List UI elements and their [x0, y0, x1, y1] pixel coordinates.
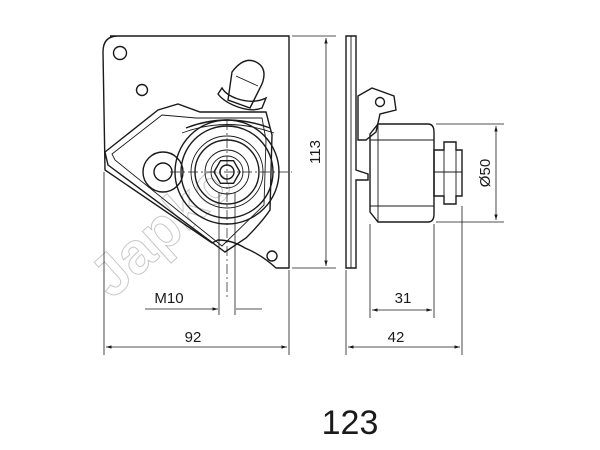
plate-hole-small: [135, 83, 149, 97]
dim-overall-depth: 42: [388, 329, 405, 346]
adjuster-plunger: [217, 59, 268, 111]
front-view: [102, 35, 292, 300]
side-lever: [357, 87, 397, 141]
tensioner-arm: [104, 103, 273, 253]
part-number: 123: [322, 404, 379, 442]
side-hub-bolt: [433, 141, 463, 205]
plate-hole-top: [112, 45, 128, 61]
dim-thread: M10: [154, 290, 183, 307]
arm-pivot-hole: [153, 162, 173, 182]
side-pulley: [369, 123, 435, 223]
side-view: [345, 35, 463, 269]
mounting-plate: [102, 35, 290, 269]
arm-recess: [111, 114, 267, 247]
dim-plate-height: 113: [307, 140, 324, 164]
side-plate: [345, 35, 369, 269]
dim-pulley-diameter: Ø50: [477, 159, 494, 187]
plate-hole-bottom: [266, 250, 278, 262]
dim-pulley-width: 31: [395, 290, 412, 307]
dim-plate-width: 92: [185, 329, 202, 346]
